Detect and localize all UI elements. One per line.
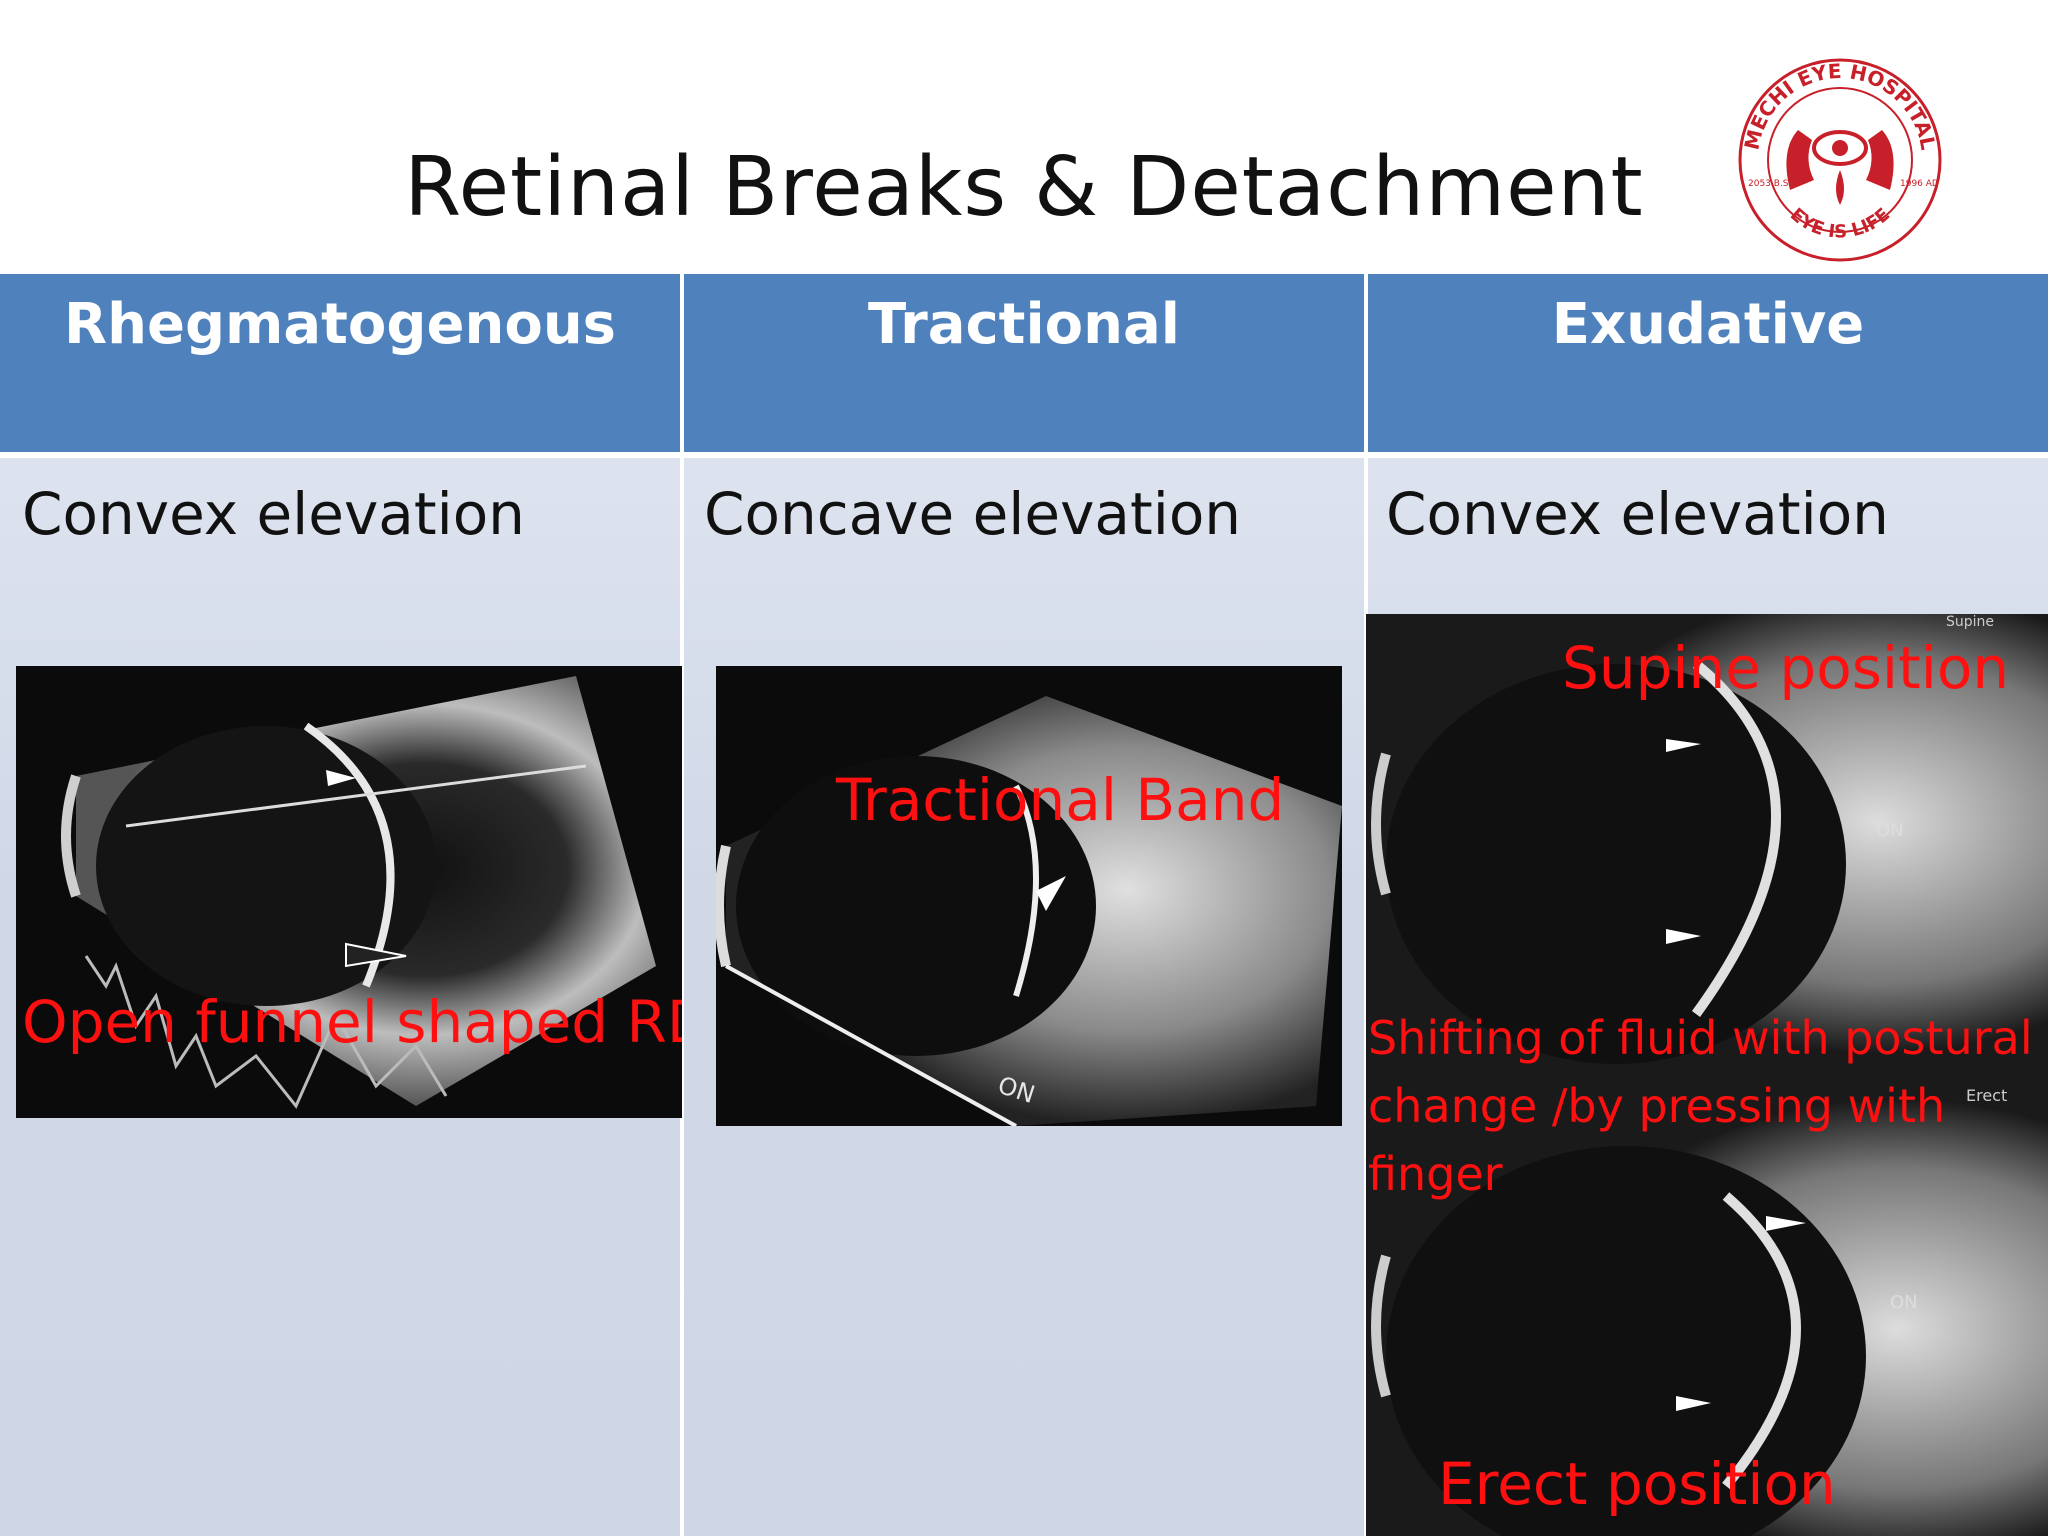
ultrasound-exudative-erect: ON Erect Erect position: [1366, 1076, 2048, 1536]
svg-text:MECHI EYE HOSPITAL: MECHI EYE HOSPITAL: [1739, 59, 1940, 152]
ultrasound-tractional: Tractional Band ON: [716, 666, 1342, 1126]
header-tractional: Tractional: [684, 274, 1364, 452]
scan-marker-supine: ON: [1876, 820, 1904, 841]
header-rhegmatogenous: Rhegmatogenous: [0, 274, 680, 452]
caption-tractional-band: Tractional Band: [836, 766, 1285, 834]
logo-right-year: 1996 AD: [1900, 179, 1939, 189]
logo-ring-bottom-text: EYE IS LIFE: [1786, 204, 1894, 242]
ultrasound-exudative-supine: Supine position ON Supine: [1366, 614, 2048, 1076]
hospital-logo: MECHI EYE HOSPITAL EYE IS LIFE 2053 B.S …: [1720, 30, 1960, 270]
note-shifting-fluid: Shifting of fluid with postural change /…: [1368, 1011, 2033, 1201]
corner-label-supine: Supine: [1946, 614, 1995, 630]
corner-label-erect: Erect: [1966, 1086, 2008, 1105]
svg-text:EYE IS LIFE: EYE IS LIFE: [1786, 204, 1894, 242]
logo-ring-top-text: MECHI EYE HOSPITAL: [1739, 59, 1940, 152]
feature-exudative: Convex elevation: [1386, 480, 1889, 548]
ultrasound-rhegmatogenous: Open funnel shaped RD: [16, 666, 682, 1118]
logo-left-year: 2053 B.S: [1748, 179, 1789, 189]
caption-supine-position: Supine position: [1562, 634, 2010, 702]
caption-erect-position: Erect position: [1438, 1450, 1836, 1518]
scan-marker-erect: ON: [1890, 1292, 1918, 1313]
caption-open-funnel: Open funnel shaped RD: [22, 988, 682, 1056]
slide-title: Retinal Breaks & Detachment: [404, 140, 1644, 235]
feature-rhegmatogenous: Convex elevation: [22, 480, 525, 548]
header-exudative: Exudative: [1368, 274, 2048, 452]
feature-tractional: Concave elevation: [704, 480, 1242, 548]
